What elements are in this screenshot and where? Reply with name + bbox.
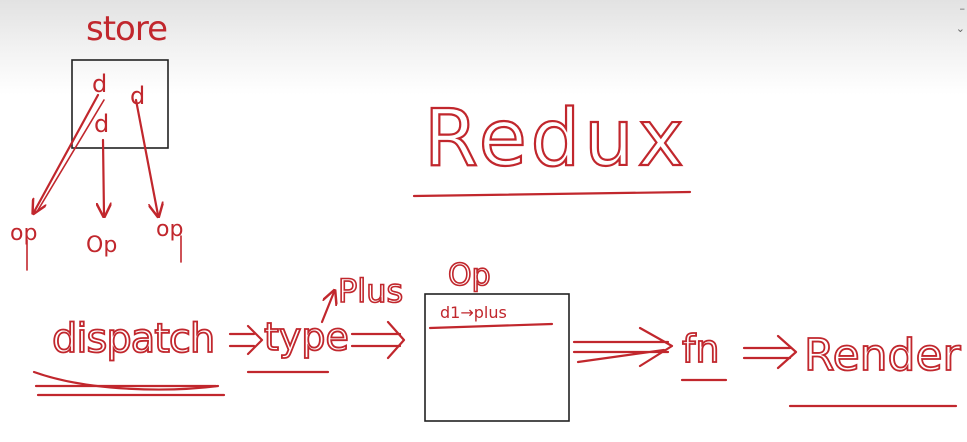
- dispatch-label: dispatch: [52, 316, 214, 362]
- window-corner-controls[interactable]: – ⌄: [953, 0, 967, 40]
- reducer-label: Op: [448, 258, 491, 293]
- component-op3: op: [156, 217, 183, 242]
- arrow-store-to-op1: [34, 93, 100, 212]
- arrow-store-to-op2: [103, 138, 104, 215]
- arrow-fn-to-render: [742, 334, 798, 370]
- state-d1: d: [92, 70, 107, 98]
- minimize-icon[interactable]: –: [959, 2, 966, 15]
- chevron-down-icon[interactable]: ⌄: [955, 22, 965, 35]
- title-underline: [412, 190, 692, 198]
- diagram-title: Redux: [424, 94, 688, 184]
- arrow-store-to-op3: [134, 98, 158, 215]
- component-op1: op: [10, 221, 37, 246]
- type-label: type: [264, 315, 349, 359]
- arrow-type-to-plus: [320, 292, 334, 324]
- arrow-type-to-reducer: [350, 320, 406, 360]
- plus-label: Plus: [338, 272, 403, 310]
- reducer-entry: d1→plus: [440, 303, 507, 322]
- render-label: Render: [804, 330, 962, 381]
- arrow-dispatch-to-type: [228, 324, 264, 356]
- store-box: [71, 59, 169, 149]
- dispatch-underline-1: [32, 370, 220, 391]
- state-d3: d: [94, 110, 109, 138]
- state-d2: d: [130, 82, 145, 110]
- reducer-box: [424, 293, 570, 422]
- arrow-reducer-to-fn: [572, 326, 674, 368]
- reducer-entry-underline: [428, 322, 554, 330]
- component-op2: Op: [86, 233, 117, 258]
- store-label: store: [86, 9, 167, 49]
- fn-label: fn: [682, 327, 719, 371]
- arrow-store-to-op1b: [37, 99, 105, 211]
